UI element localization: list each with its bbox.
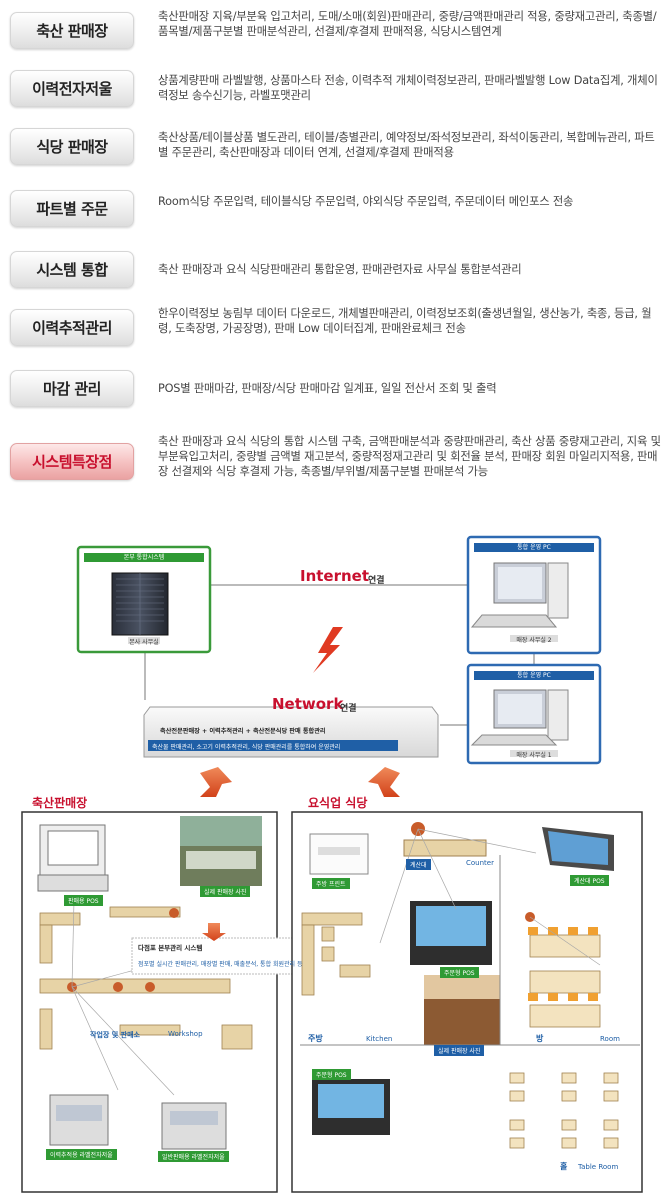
feature-description: 축산 판매장과 요식 식당의 통합 시스템 구축, 금액판매분석과 중량판매관리… xyxy=(158,435,661,478)
banner-title: 축산전문판매장 + 이력추적관리 + 축산전문식당 판매 통합관리 xyxy=(160,728,326,735)
store-photo-caption: 실제 판매장 사진 xyxy=(200,886,251,897)
scale-icon xyxy=(161,1102,227,1150)
order-pos-label: 주문형 POS xyxy=(312,1069,351,1080)
pc-header: 통합 운영 PC xyxy=(474,543,594,552)
feature-button[interactable]: 이력전자저울 xyxy=(10,70,134,107)
kitchen-label: 주방 xyxy=(308,1034,323,1043)
feature-description: 축산판매장 지육/부분육 입고처리, 도매/소매(회원)판매관리, 중량/금액판… xyxy=(158,10,657,38)
kitchen-printer-label: 주방 프린트 xyxy=(312,878,350,889)
kitchen-label-en: Kitchen xyxy=(366,1035,393,1043)
pc-header: 통합 운영 PC xyxy=(474,671,594,680)
feature-button[interactable]: 마감 관리 xyxy=(10,370,134,407)
internet-suffix: 연결 xyxy=(368,576,385,586)
diagram-graphics xyxy=(21,535,643,1193)
pc-caption: 매장 사무실 1 xyxy=(516,752,552,759)
hall-label-en: Table Room xyxy=(578,1163,619,1171)
hq-caption: 본사 사무실 xyxy=(129,639,159,646)
room-label: 방 xyxy=(536,1034,544,1043)
restaurant-photo-caption: 실제 판매장 사진 xyxy=(434,1045,485,1056)
counter-label-en: Counter xyxy=(466,859,494,867)
room-label-en: Room xyxy=(600,1035,620,1043)
feature-description: 축산상품/테이블상품 별도관리, 테이블/층별관리, 예약정보/좌석정보관리, … xyxy=(158,131,655,159)
network-suffix: 연결 xyxy=(340,704,357,714)
feature-description: 상품계량판매 라벨발행, 상품마스타 전송, 이력추적 개체이력정보관리, 판매… xyxy=(158,74,658,102)
banner-subtitle: 축산물 판매관리, 소고기 이력추적관리, 식당 판매관리를 통합하여 운영관리 xyxy=(152,744,341,751)
scale-general-label: 일반판매용 라벨전자저울 xyxy=(158,1151,229,1162)
feature-description: 한우이력정보 농림부 데이터 다운로드, 개체별판매관리, 이력정보조회(출생년… xyxy=(158,307,652,335)
feature-button[interactable]: 시스템 통합 xyxy=(10,251,134,288)
counter-label: 계산대 xyxy=(406,859,431,870)
order-pos-label: 주문형 POS xyxy=(440,967,479,978)
pc-caption: 매장 사무실 2 xyxy=(516,637,552,644)
feature-button[interactable]: 파트별 주문 xyxy=(10,190,134,227)
network-label: Network xyxy=(272,695,344,713)
feature-button[interactable]: 식당 판매장 xyxy=(10,128,134,165)
arrow-down-icon xyxy=(202,923,226,941)
system-diagram: 본부 통합시스템 본사 사무실 통합 운영 PC 매장 사무실 2 통합 운영 … xyxy=(0,535,670,1194)
feature-button[interactable]: 이력추적관리 xyxy=(10,309,134,346)
feature-description: Room식당 주문입력, 테이블식당 주문입력, 야외식당 주문입력, 주문데이… xyxy=(158,195,574,208)
feature-button-highlight[interactable]: 시스템특장점 xyxy=(10,443,134,480)
left-section-title: 축산판매장 xyxy=(32,796,88,810)
scale-trace-label: 이력추적용 라벨전자저울 xyxy=(46,1149,117,1160)
pos-icon xyxy=(47,830,99,866)
workshop-label: 작업장 및 판매소 xyxy=(90,1031,140,1039)
counter-pos-label: 계산대 POS xyxy=(570,875,609,886)
feature-description: POS별 판매마감, 판매장/식당 판매마감 일계표, 일일 전산서 조회 및 … xyxy=(158,382,497,395)
pc-tower-icon xyxy=(547,689,569,741)
multistore-description: 점포별 실시간 판매관리, 매장별 판매, 매출분석, 통합 회원관리 등 xyxy=(138,961,303,968)
hq-header: 본부 통합시스템 xyxy=(84,553,204,562)
pc-tower-icon xyxy=(547,562,569,619)
feature-button[interactable]: 축산 판매장 xyxy=(10,12,134,49)
feature-description: 축산 판매장과 요식 식당판매관리 통합운영, 판매관련자료 사무실 통합분석관… xyxy=(158,263,522,276)
multistore-title: 다점포 본부관리 시스템 xyxy=(138,944,203,952)
arrow-down-left-icon xyxy=(200,767,232,797)
sales-pos-label: 판매용 POS xyxy=(64,895,103,906)
workshop-label-en: Workshop xyxy=(168,1030,203,1038)
arrow-down-right-icon xyxy=(368,767,400,797)
right-section-title: 요식업 식당 xyxy=(308,796,368,810)
hall-label: 홀 xyxy=(560,1162,568,1171)
internet-label: Internet xyxy=(300,567,370,585)
feature-list: 축산 판매장 축산판매장 지육/부분육 입고처리, 도매/소매(회원)판매관리,… xyxy=(0,0,670,505)
lightning-icon xyxy=(313,627,343,673)
